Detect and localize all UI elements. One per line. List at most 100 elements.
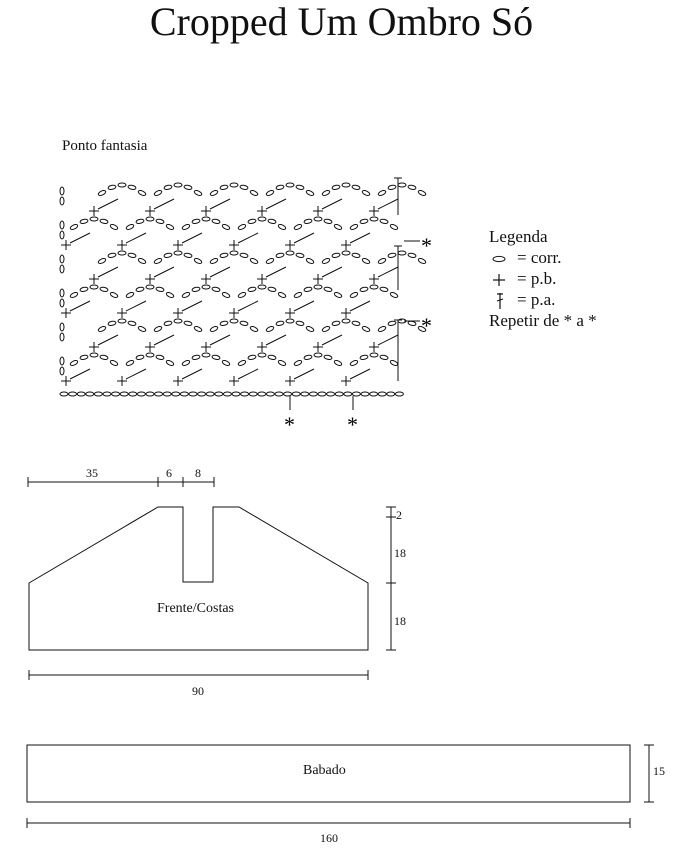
chain-stitch-icon (351, 184, 361, 190)
single-crochet-icon (89, 342, 99, 352)
chain-stitch-icon (229, 182, 239, 188)
chain-stitch-icon (407, 184, 417, 190)
chain-stitch-icon (155, 286, 165, 292)
front-back-label: Frente/Costas (157, 601, 234, 616)
chain-stitch-icon (97, 326, 107, 332)
legend-repeat-note: Repetir de * a * (489, 311, 597, 330)
chain-stitch-icon (417, 326, 427, 332)
chain-stitch-icon (341, 182, 351, 188)
repeat-marker-right-top: * (421, 233, 432, 258)
chain-stitch-icon (191, 218, 201, 224)
dim-width: 90 (192, 684, 204, 698)
chain-stitch-icon (277, 292, 287, 298)
single-crochet-icon (285, 240, 295, 250)
chain-stitch-icon (163, 252, 173, 258)
chain-stitch-icon (387, 184, 397, 190)
chain-stitch-icon (397, 250, 407, 256)
chain-stitch-icon (303, 354, 313, 360)
chain-stitch-icon (125, 224, 135, 230)
single-crochet-icon (313, 206, 323, 216)
chain-stitch-icon (285, 318, 295, 324)
single-crochet-icon (285, 308, 295, 318)
chain-stitch-icon (369, 391, 379, 397)
repeat-markers (289, 240, 420, 410)
chain-stitch-icon (317, 391, 327, 397)
chain-stitch-icon (125, 360, 135, 366)
chain-stitch-icon (59, 332, 65, 342)
repeat-marker-bottom-left: * (284, 412, 295, 437)
chain-stitch-icon (331, 184, 341, 190)
single-crochet-icon (89, 274, 99, 284)
chain-stitch-icon (229, 318, 239, 324)
chain-stitch-icon (369, 284, 379, 290)
chain-stitch-icon (209, 326, 219, 332)
chain-stitch-icon (163, 184, 173, 190)
chain-stitch-icon (257, 391, 267, 397)
chain-stitch-icon (321, 190, 331, 196)
chain-stitch-icon (349, 224, 359, 230)
front-back-width-dimension (28, 670, 369, 680)
single-crochet-icon (369, 206, 379, 216)
legend: Legenda = corr. = p.b. = p.a. Repetir de… (489, 226, 597, 331)
single-crochet-icon (229, 308, 239, 318)
chain-stitch-icon (59, 366, 65, 376)
chain-stitch-icon (93, 391, 103, 397)
front-back-outline (28, 506, 369, 651)
chain-stitch-icon (154, 391, 164, 397)
chain-stitch-icon (341, 250, 351, 256)
chain-stitch-icon (323, 286, 333, 292)
chain-stitch-icon (377, 391, 387, 397)
chain-stitch-icon (128, 391, 138, 397)
single-crochet-icon (491, 269, 511, 289)
chain-stitch-icon (389, 224, 399, 230)
chain-stitch-icon (285, 250, 295, 256)
single-crochet-icon (61, 240, 71, 250)
chain-stitch-icon (191, 286, 201, 292)
dim-neck-gap: 6 (166, 466, 172, 480)
chain-stitch-icon (89, 216, 99, 222)
chain-stitch-icon (59, 356, 65, 366)
chain-stitch-icon (109, 360, 119, 366)
chain-stitch-icon (349, 360, 359, 366)
chain-stitch-icon (211, 218, 221, 224)
chain-stitch-icon (155, 354, 165, 360)
chain-stitch-icon (193, 326, 203, 332)
chain-stitch-icon (305, 326, 315, 332)
chain-stitch-icon (293, 292, 303, 298)
chain-stitch-icon (145, 391, 155, 397)
chain-stitch-icon (257, 352, 267, 358)
chain-stitch-icon (145, 284, 155, 290)
chain-stitch-icon (99, 218, 109, 224)
chain-stitch-icon (229, 250, 239, 256)
chain-stitch-icon (249, 190, 259, 196)
chain-stitch-icon (257, 284, 267, 290)
chain-stitch-icon (59, 298, 65, 308)
chain-stitch-icon (277, 224, 287, 230)
single-crochet-icon (117, 308, 127, 318)
dim-neck-depth: 18 (394, 546, 406, 560)
single-crochet-icon (313, 274, 323, 284)
single-crochet-icon (61, 376, 71, 386)
chain-stitch-icon (59, 186, 65, 196)
chain-stitch-icon (153, 258, 163, 264)
chain-stitch-icon (237, 224, 247, 230)
chain-stitch-icon (394, 391, 404, 397)
chain-stitch-icon (136, 391, 146, 397)
chain-stitch-icon (333, 292, 343, 298)
legend-text-chain: = corr. (517, 248, 562, 267)
chain-stitch-icon (59, 220, 65, 230)
chain-stitch-icon (247, 354, 257, 360)
chain-stitch-icon (351, 391, 361, 397)
single-crochet-icon (145, 206, 155, 216)
chain-stitch-icon (59, 196, 65, 206)
chain-stitch-icon (240, 391, 250, 397)
chain-stitch-icon (107, 252, 117, 258)
chain-stitch-icon (331, 252, 341, 258)
chain-stitch-icon (293, 224, 303, 230)
legend-item-chain: = corr. (489, 247, 597, 268)
chain-stitch-icon (491, 248, 511, 268)
chain-stitch-icon (359, 218, 369, 224)
chain-stitch-icon (308, 391, 318, 397)
chain-stitch-icon (99, 286, 109, 292)
